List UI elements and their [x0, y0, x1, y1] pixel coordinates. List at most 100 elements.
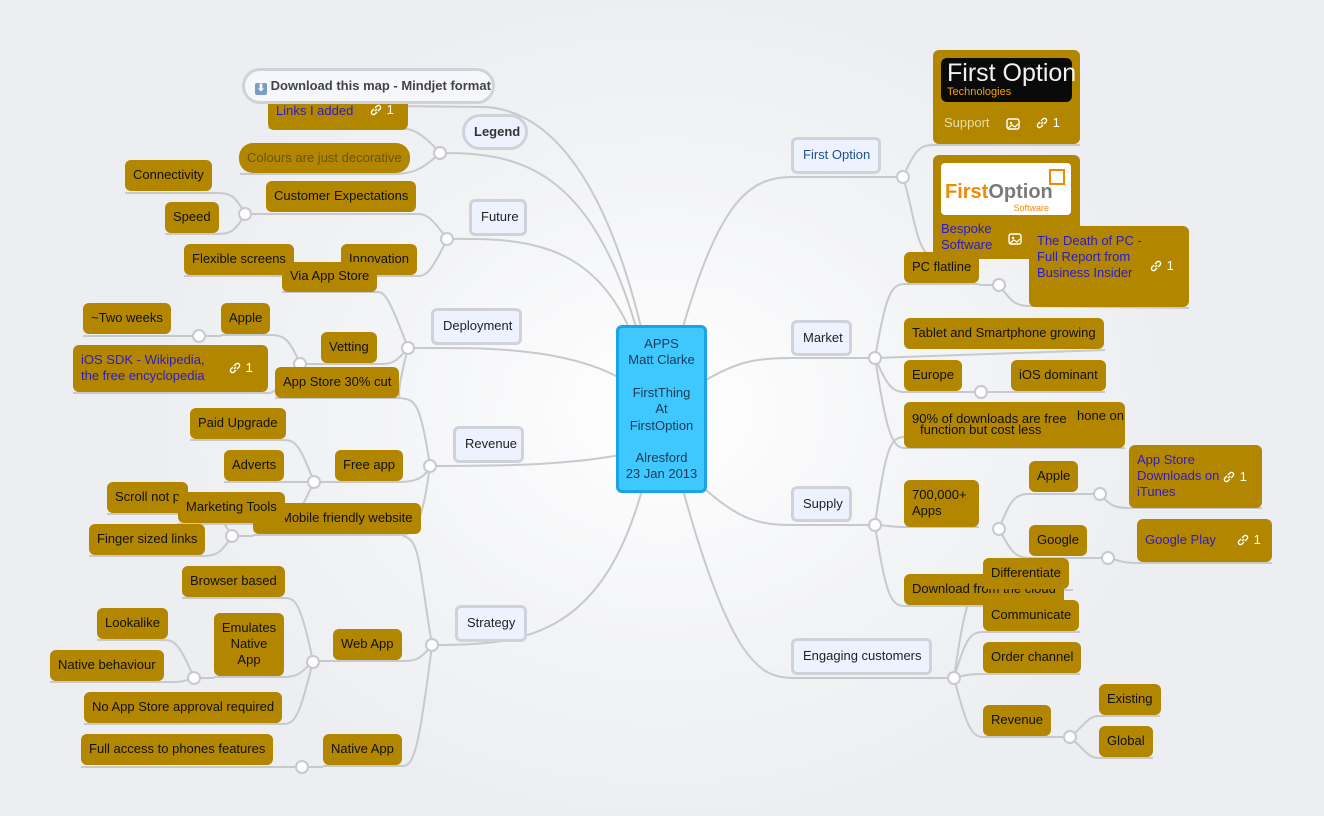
differentiate[interactable]: Differentiate [983, 558, 1069, 589]
free-app-label: Free app [343, 457, 396, 472]
future-topic[interactable]: Future [469, 199, 527, 236]
download-label: Download this map - Mindjet format [270, 78, 491, 93]
supply-google[interactable]: Google [1029, 525, 1087, 556]
first-option-topic[interactable]: First Option [791, 137, 881, 174]
death-of-pc-link[interactable]: The Death of PC - Full Report from Busin… [1029, 226, 1189, 307]
apps-700k[interactable]: 700,000+ Apps [904, 480, 979, 527]
lookalike[interactable]: Lookalike [97, 608, 168, 639]
pc-flatline[interactable]: PC flatline [904, 252, 980, 283]
adverts[interactable]: Adverts [224, 450, 285, 481]
google-play-link[interactable]: Google Play 1 [1137, 519, 1272, 562]
supply-topic[interactable]: Supply [791, 486, 852, 522]
no-approval-label: No App Store approval required [92, 699, 275, 714]
bespoke-label[interactable]: Bespoke Software [941, 221, 993, 252]
deployment-topic[interactable]: Deployment [431, 308, 522, 345]
finger-links[interactable]: Finger sized links [89, 524, 206, 555]
free-app[interactable]: Free app [335, 450, 404, 481]
engaging-customers-topic[interactable]: Engaging customers [791, 638, 932, 675]
ios-sdk-link[interactable]: iOS SDK - Wikipedia, the free encycloped… [73, 345, 268, 392]
communicate[interactable]: Communicate [983, 600, 1080, 631]
app-store-cut-label: App Store 30% cut [283, 374, 392, 389]
central-line: 23 Jan 2013 [625, 466, 698, 482]
central-line: Alresford [635, 450, 688, 466]
web-app[interactable]: Web App [333, 629, 402, 660]
logo-square [1049, 169, 1065, 185]
scroll-not[interactable]: Scroll not p [107, 482, 189, 513]
link-count-value: 1 [386, 102, 394, 117]
finger-links-label: Finger sized links [97, 531, 198, 546]
paid-upgrade[interactable]: Paid Upgrade [190, 408, 286, 439]
order-channel[interactable]: Order channel [983, 642, 1082, 673]
ios-dominant[interactable]: iOS dominant [1011, 360, 1106, 391]
first-option-technologies[interactable]: First Option Technologies Support 1 [933, 50, 1080, 144]
strategy-label: Strategy [467, 615, 516, 630]
deployment-apple[interactable]: Apple [221, 303, 271, 334]
web-app-label: Web App [341, 636, 394, 651]
engaging-customers-label: Engaging customers [803, 648, 922, 663]
download-icon: ⬇ [255, 83, 267, 95]
smartphone-note[interactable]: hone on function but cost less [904, 402, 1125, 448]
downloads-free[interactable]: 90% of downloads are free [904, 403, 1075, 433]
ios-dominant-label: iOS dominant [1019, 367, 1098, 382]
link-count-value: 1 [1253, 532, 1261, 547]
full-access[interactable]: Full access to phones features [81, 734, 274, 765]
death-link-count[interactable]: 1 [1149, 258, 1174, 274]
speed[interactable]: Speed [165, 202, 219, 233]
market-topic[interactable]: Market [791, 320, 852, 356]
full-access-label: Full access to phones features [89, 741, 266, 756]
support-link-count[interactable]: 1 [1035, 115, 1060, 131]
tablet-growing[interactable]: Tablet and Smartphone growing [904, 318, 1104, 349]
google-play-label[interactable]: Google Play [1145, 532, 1216, 547]
link-count-value: 1 [1052, 115, 1060, 130]
link-count-value: 1 [1239, 469, 1247, 484]
download-map-button[interactable]: ⬇ Download this map - Mindjet format [242, 68, 495, 104]
customer-expectations[interactable]: Customer Expectations [266, 181, 417, 212]
flexible-screens-label: Flexible screens [192, 251, 286, 266]
central-line: At [655, 401, 668, 417]
supply-label: Supply [803, 496, 843, 511]
marketing-tools[interactable]: Marketing Tools [178, 492, 285, 523]
image-icon [1008, 231, 1022, 247]
scroll-not-label: Scroll not p [115, 489, 181, 504]
engaging-revenue[interactable]: Revenue [983, 705, 1052, 736]
emulates-native[interactable]: Emulates Native App [214, 613, 284, 676]
europe[interactable]: Europe [904, 360, 962, 391]
strategy-topic[interactable]: Strategy [455, 605, 527, 642]
native-app[interactable]: Native App [323, 734, 402, 765]
support-label: Support [944, 115, 990, 130]
via-app-store[interactable]: Via App Store [282, 262, 378, 292]
app-store-link-count[interactable]: 1 [1222, 469, 1247, 485]
links-added-label[interactable]: Links I added [276, 103, 354, 118]
app-store-downloads-link[interactable]: App Store Downloads on iTunes 1 [1129, 445, 1262, 508]
app-store-downloads-label[interactable]: App Store Downloads on iTunes [1137, 452, 1220, 499]
legend-topic[interactable]: Legend [462, 114, 528, 150]
connectivity[interactable]: Connectivity [125, 160, 212, 191]
speed-label: Speed [173, 209, 211, 224]
two-weeks[interactable]: ~Two weeks [83, 303, 171, 334]
google-play-link-count[interactable]: 1 [1236, 532, 1261, 548]
supply-apple[interactable]: Apple [1029, 461, 1079, 492]
ios-sdk-label[interactable]: iOS SDK - Wikipedia, the free encycloped… [81, 352, 205, 383]
global[interactable]: Global [1099, 726, 1153, 757]
flexible-screens[interactable]: Flexible screens [184, 244, 294, 275]
logo-line1: First Option [947, 59, 1077, 87]
first-option-software[interactable]: FirstOption Software Bespoke Software [933, 155, 1080, 259]
revenue-topic[interactable]: Revenue [453, 426, 524, 463]
revenue-label: Revenue [465, 436, 518, 451]
link-count-value: 1 [1166, 258, 1174, 273]
logo2-first: First [945, 181, 989, 203]
ios-sdk-link-count[interactable]: 1 [228, 360, 253, 376]
tablet-growing-label: Tablet and Smartphone growing [912, 325, 1096, 340]
browser-based[interactable]: Browser based [182, 566, 285, 597]
native-behaviour[interactable]: Native behaviour [50, 650, 164, 681]
existing[interactable]: Existing [1099, 684, 1161, 715]
app-store-cut[interactable]: App Store 30% cut [275, 367, 400, 398]
smartphone-note-line: function but cost less [920, 422, 1042, 437]
central-line: FirstOption [629, 417, 694, 433]
vetting[interactable]: Vetting [321, 332, 377, 363]
death-of-pc-label[interactable]: The Death of PC - Full Report from Busin… [1037, 233, 1142, 280]
legend-colours[interactable]: Colours are just decorative [239, 143, 410, 173]
link-count[interactable]: 1 [369, 102, 394, 118]
no-approval[interactable]: No App Store approval required [84, 692, 283, 723]
